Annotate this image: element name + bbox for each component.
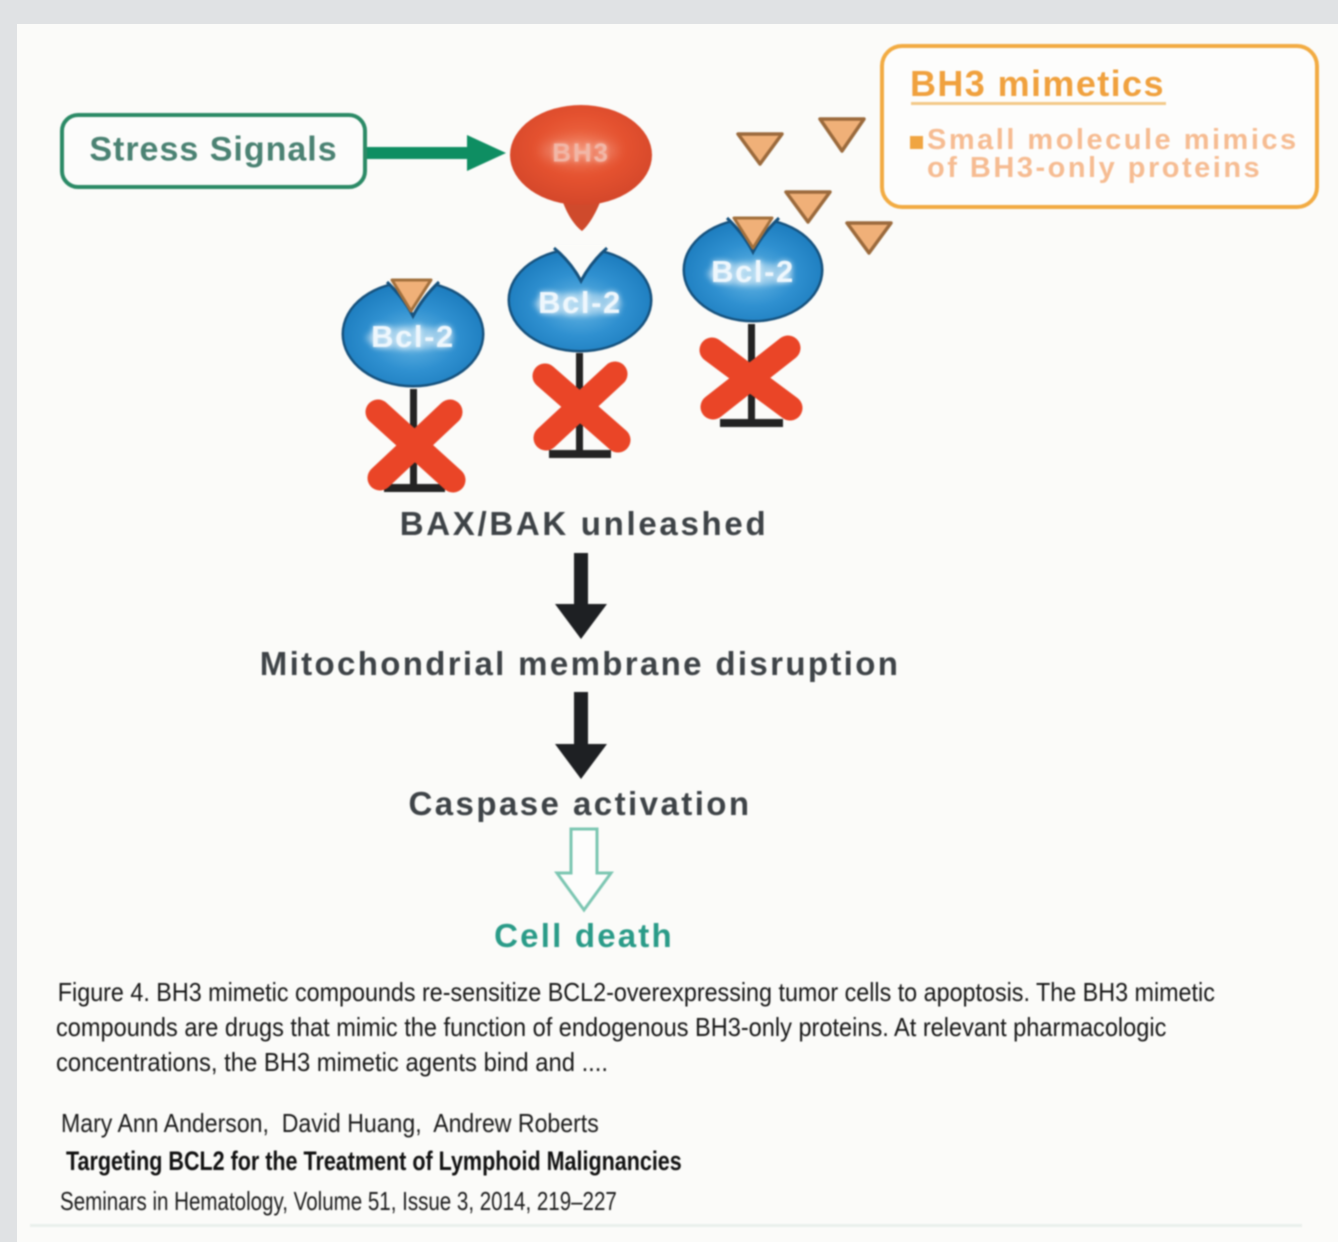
bh3-balloon-icon [510, 105, 652, 231]
paper-title: Targeting BCL2 for the Treatment of Lymp… [66, 1146, 682, 1176]
bax-bak-unleashed-label: BAX/BAK unleashed [399, 505, 769, 542]
bcl2-label-left: Bcl-2 [371, 319, 455, 354]
bullet-square-icon [910, 136, 923, 149]
bound-mimetic-triangle-icon [732, 216, 774, 250]
mitochondrial-label: Mitochondrial membrane disruption [259, 645, 901, 682]
red-x-marks [365, 335, 803, 493]
bound-mimetic-triangle-icon [390, 278, 433, 313]
mimetic-triangle-icon [736, 132, 784, 166]
caption-line3: concentrations, the BH3 mimetic agents b… [56, 1047, 609, 1077]
bh3-mimetics-bullet: Small molecule mimics of BH3-only protei… [910, 124, 1330, 184]
caption-line1: Figure 4. BH3 mimetic compounds re-sensi… [57, 977, 1215, 1007]
stress-signals-box: Stress Signals [60, 113, 367, 189]
figure-caption: Figure 4. BH3 mimetic compounds re-sensi… [56, 975, 1338, 1080]
flow-arrow-down-icon [555, 692, 607, 779]
mimetic-triangle-icon [818, 117, 866, 153]
bh3-mimetics-box: BH3 mimetics Small molecule mimics of BH… [880, 44, 1319, 209]
caspase-activation-label: Caspase activation [408, 785, 752, 822]
bottom-rule [30, 1224, 1302, 1227]
stress-signals-label: Stress Signals [89, 130, 338, 169]
mimetic-triangles [736, 117, 893, 255]
red-x-icon [699, 335, 803, 421]
bcl2-label-middle: Bcl-2 [538, 285, 622, 320]
bcl2-protein-left [341, 278, 485, 388]
caption-line2: compounds are drugs that mimic the funct… [56, 1012, 1167, 1042]
red-x-icon [365, 399, 466, 493]
hollow-arrow-down-icon [554, 827, 614, 913]
bullet-line2: of BH3-only proteins [927, 152, 1263, 184]
bcl2-label-right: Bcl-2 [711, 254, 795, 289]
red-x-icon [532, 361, 631, 453]
bcl2-protein-right [682, 215, 824, 323]
journal-line: Seminars in Hematology, Volume 51, Issue… [60, 1186, 617, 1216]
mimetic-triangle-icon [845, 221, 893, 255]
cell-death-label: Cell death [494, 917, 674, 954]
stress-to-bh3-arrow-icon [366, 135, 506, 171]
page-background [17, 24, 1338, 1242]
title-underline [911, 102, 1166, 105]
bh3-balloon-label: BH3 [552, 137, 610, 168]
bullet-line1: Small molecule mimics [927, 124, 1299, 156]
flow-arrow-down-icon [555, 553, 607, 639]
bcl2-protein-middle [507, 245, 653, 353]
mimetic-triangle-icon [784, 190, 832, 224]
authors-line: Mary Ann Anderson, David Huang, Andrew R… [61, 1108, 599, 1138]
bh3-mimetics-title: BH3 mimetics [910, 63, 1165, 104]
